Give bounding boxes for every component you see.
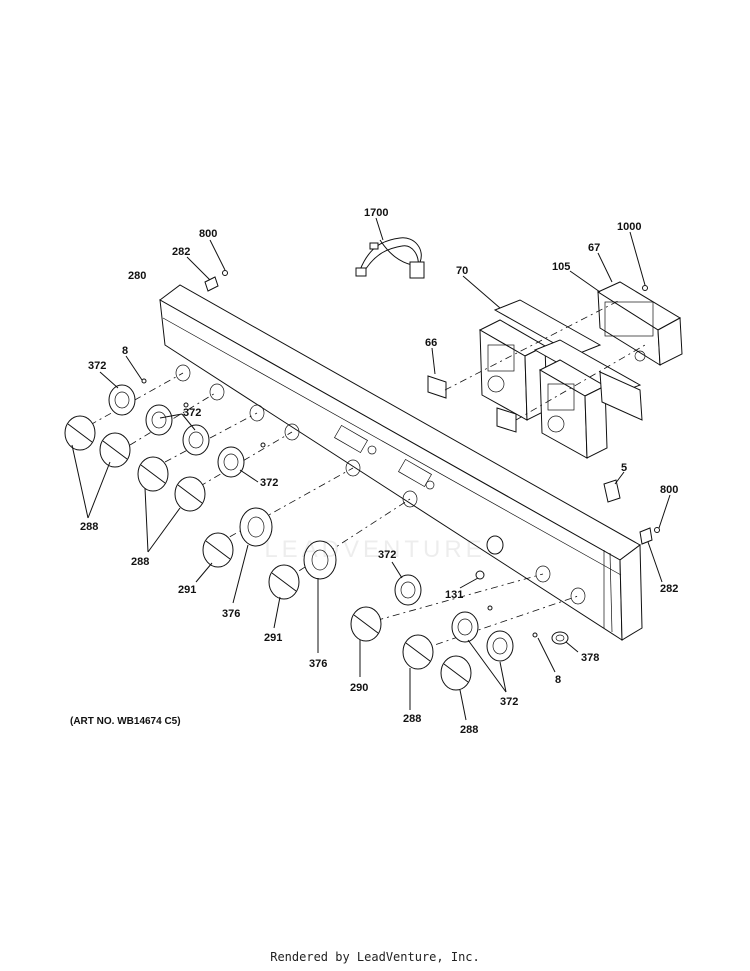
label-66: 66 [425,337,437,349]
label-282: 282 [172,246,190,258]
alignment-lines [89,299,646,651]
wire-harness-1700 [355,217,425,279]
label-290: 290 [350,682,368,694]
label-288: 288 [131,556,149,568]
label-291: 291 [178,584,196,596]
label-376: 376 [222,608,240,620]
label-282: 282 [660,583,678,595]
label-376: 376 [309,658,327,670]
label-288: 288 [460,724,478,736]
label-800: 800 [660,484,678,496]
watermark: LEADVENTURE [264,536,486,563]
lens-66 [427,347,517,433]
label-1700: 1700 [364,207,388,219]
bracket-282-right [639,494,671,583]
label-372: 372 [183,407,201,419]
label-70: 70 [456,265,468,277]
label-288: 288 [80,521,98,533]
bracket-282-left [186,239,228,292]
screws-and-small-parts [141,378,569,645]
label-372: 372 [88,360,106,372]
label-8: 8 [555,674,561,686]
label-800: 800 [199,228,217,240]
label-291: 291 [264,632,282,644]
label-131: 131 [445,589,463,601]
leader-lines [71,355,579,721]
label-372: 372 [378,549,396,561]
control-board-assembly-70 [462,275,643,459]
label-372: 372 [500,696,518,708]
label-8: 8 [122,345,128,357]
label-5: 5 [621,462,627,474]
cover-plate-1000 [569,231,683,366]
label-67: 67 [588,242,600,254]
label-1000: 1000 [617,221,641,233]
control-panel-280 [159,284,643,641]
art-number: (ART NO. WB14674 C5) [70,716,181,727]
footer-credit: Rendered by LeadVenture, Inc. [270,950,480,964]
part-5 [603,471,625,503]
knobs [64,415,472,691]
label-280: 280 [128,270,146,282]
label-378: 378 [581,652,599,664]
part-labels: 1700 800 282 280 1000 67 105 70 66 8 372… [80,207,678,736]
label-105: 105 [552,261,570,273]
rings-376 [239,507,337,580]
bezels-372 [108,384,514,662]
label-372: 372 [260,477,278,489]
label-288: 288 [403,713,421,725]
panel-knob-ports [175,364,586,605]
